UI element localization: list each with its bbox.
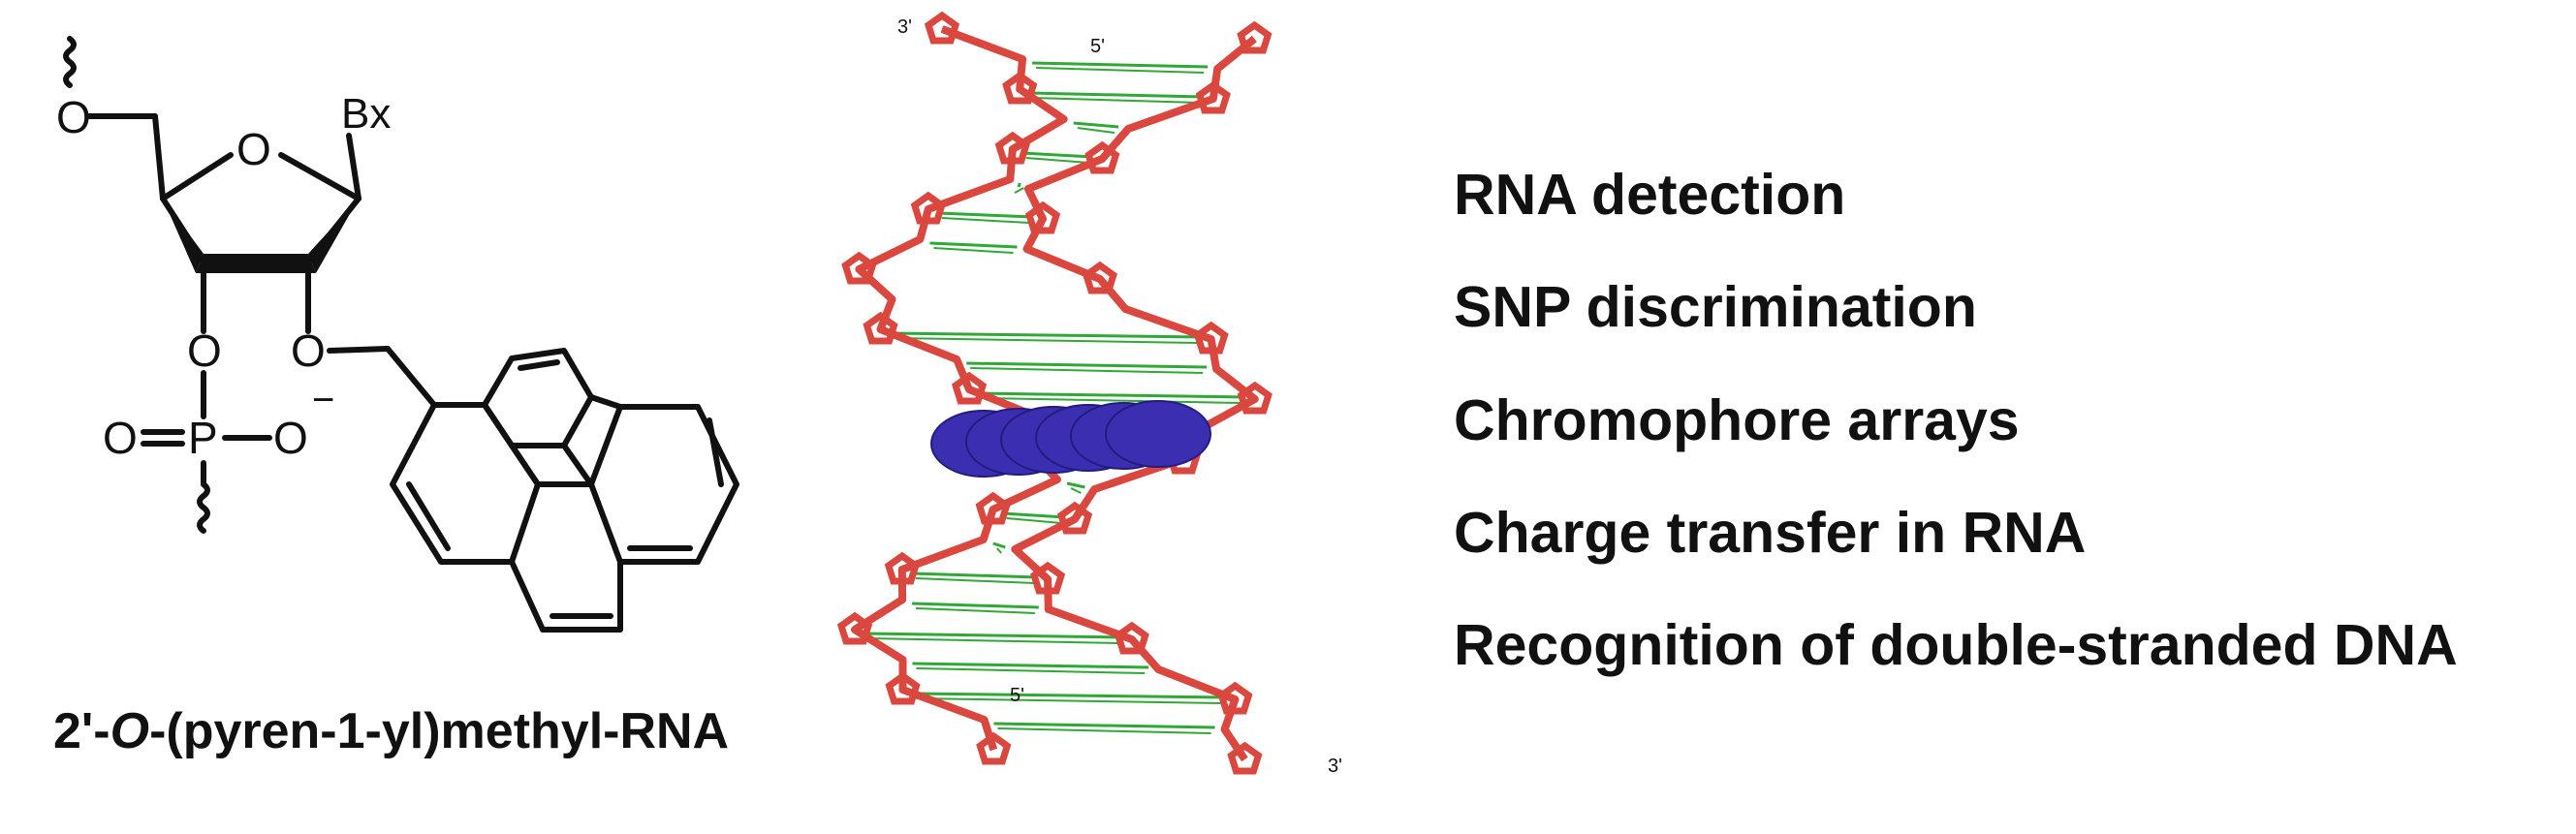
base-pair [916, 667, 1146, 674]
end-label-bottom-left: 5' [1010, 685, 1024, 706]
base-pairs [864, 61, 1245, 734]
base-pair [1014, 187, 1024, 194]
sugar-ring [1237, 381, 1272, 415]
chemical-structure: O O Bx O O O P O − 2'-O-(pyren-1-yl)meth… [53, 36, 739, 759]
base-pair [1033, 97, 1200, 104]
backbone-strand-left [851, 25, 1068, 752]
backbone-strands [836, 11, 1272, 775]
application-item: Recognition of double-stranded DNA [1454, 613, 2458, 677]
base-pair [894, 337, 1198, 344]
base-pair [1077, 127, 1115, 134]
base-pair [979, 391, 1245, 399]
base-pair [912, 692, 1226, 699]
sugar-ring [1024, 201, 1061, 234]
charge-minus: − [312, 379, 334, 421]
base-pair [933, 247, 1014, 254]
sugar-ring [951, 371, 988, 405]
atom-o-top: O [56, 92, 91, 142]
sugar-ring [1195, 80, 1231, 114]
sugar-ring [1237, 20, 1272, 54]
wavy-bond-top [63, 36, 77, 88]
base-pair [937, 211, 1034, 219]
base-pair [1025, 157, 1089, 164]
base-pair [966, 361, 1208, 369]
base-pair [997, 727, 1211, 734]
atom-phosphorus: P [188, 413, 218, 463]
atom-o-2prime: O [291, 325, 326, 376]
sugar-ring [994, 131, 1030, 165]
base-pair [864, 632, 1122, 639]
base-pair [1073, 121, 1119, 129]
sugar-ring [836, 611, 873, 645]
end-label-top-right: 5' [1090, 36, 1105, 57]
atom-base: Bx [341, 90, 391, 138]
application-item: SNP discrimination [1454, 275, 1977, 339]
base-pair [916, 697, 1222, 704]
end-label-top-left: 3' [897, 16, 912, 38]
sugar-ring [1056, 501, 1093, 535]
base-pair [890, 331, 1202, 339]
sugar-ring [975, 491, 1011, 525]
base-pair [1070, 487, 1082, 494]
sugar-ring [910, 191, 946, 225]
atom-o-3prime: O [187, 325, 222, 376]
atom-o-minus: O [273, 413, 308, 463]
base-pair [993, 722, 1215, 729]
sugar-ring [1082, 261, 1117, 294]
base-pair [1036, 67, 1205, 74]
base-pair [1017, 182, 1021, 188]
base-pair [915, 577, 1035, 584]
base-pair [995, 547, 1003, 554]
base-pair [1032, 61, 1209, 69]
backbone-strand-right [1011, 35, 1259, 762]
base-pair [992, 541, 1006, 549]
base-pair [970, 367, 1204, 374]
application-item: Chromophore arrays [1454, 388, 2020, 452]
application-item: Charge transfer in RNA [1454, 501, 2087, 565]
sugar-ring [1217, 681, 1253, 715]
pyrene-spheres [930, 400, 1211, 478]
base-pair [929, 241, 1018, 249]
base-pair [916, 607, 1035, 614]
sugar-ring [1029, 561, 1066, 595]
atom-o-double: O [103, 413, 138, 463]
sugar-ring [1227, 741, 1263, 775]
wavy-bond-bottom [197, 481, 210, 534]
base-pair [983, 397, 1241, 404]
sugar-ring [885, 671, 921, 705]
sugar-ring [924, 11, 960, 45]
pyrene-ring-system [431, 348, 594, 448]
sugar-ring [1002, 71, 1038, 105]
base-pair [867, 637, 1118, 644]
sugar-ring [1114, 621, 1149, 655]
end-label-bottom-right: 3' [1328, 756, 1342, 777]
sugar-ring [976, 731, 1012, 765]
rna-duplex-model: 3' 5' 5' 3' [836, 11, 1342, 777]
pyrene-sphere [1105, 400, 1211, 468]
base-pair [1066, 481, 1085, 489]
application-item: RNA detection [1454, 163, 1846, 227]
base-pair [1029, 91, 1204, 99]
base-pair [1002, 511, 1066, 519]
base-pair [1021, 151, 1093, 159]
structure-caption: 2'-O-(pyren-1-yl)methyl-RNA [53, 703, 729, 759]
sugar-ring [1193, 321, 1229, 355]
base-pair [912, 602, 1039, 609]
bold-ring-bond [196, 254, 316, 273]
base-pair [1006, 517, 1062, 524]
sugar-ring [884, 551, 920, 585]
sugar-ring [841, 251, 877, 285]
sugar-ring [863, 311, 898, 345]
atom-o-ring: O [236, 124, 271, 174]
base-pair [912, 662, 1149, 669]
base-pair [941, 217, 1030, 224]
base-pair [911, 571, 1039, 579]
sugar-ring [1084, 140, 1120, 174]
